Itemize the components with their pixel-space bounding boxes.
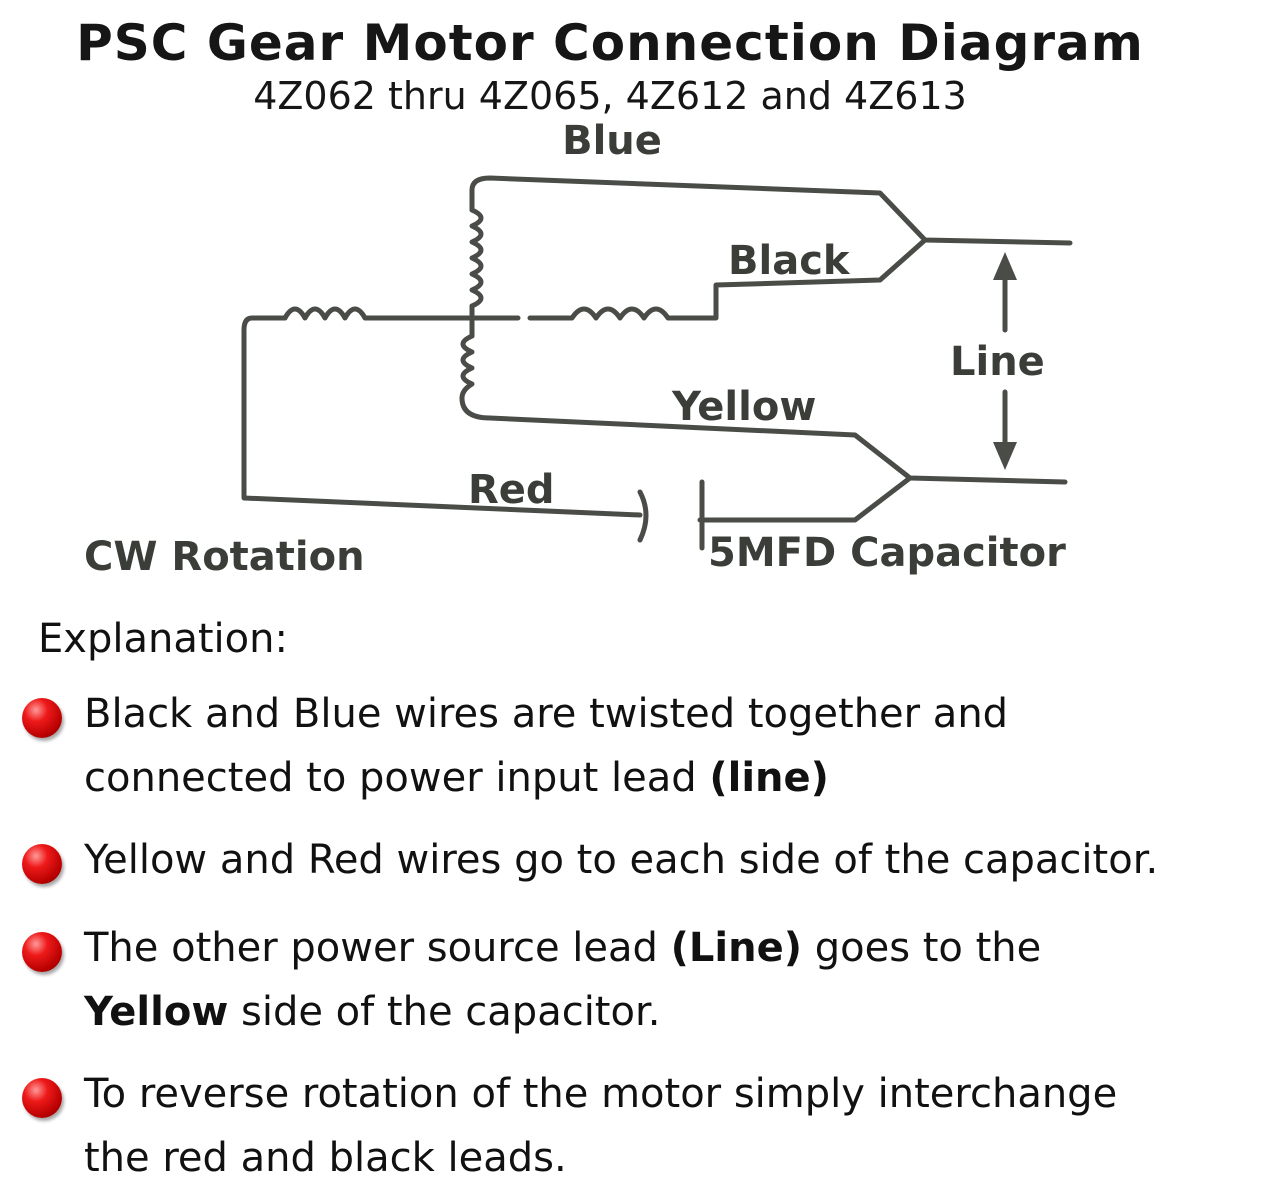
red-label: Red xyxy=(468,467,555,513)
capacitor-label: 5MFD Capacitor xyxy=(708,530,1066,576)
yellow-label: Yellow xyxy=(671,384,816,430)
red-bullet-icon xyxy=(22,698,62,738)
red-bullet-icon xyxy=(22,844,62,884)
line-arrow xyxy=(993,252,1017,470)
item-1-line-2: connected to power input lead (line) xyxy=(84,755,829,801)
item-2-line-1: Yellow and Red wires go to each side of … xyxy=(84,837,1159,883)
right-winding xyxy=(527,306,691,321)
line-label: Line xyxy=(950,339,1045,385)
yellow-wire xyxy=(459,395,1068,485)
wiring-diagram: Blue Black Line Yellow Red CW Rotation 5… xyxy=(84,118,1073,580)
capacitor-left-plate xyxy=(637,489,649,543)
item-4-line-1: To reverse rotation of the motor simply … xyxy=(84,1071,1118,1117)
vertical-winding-bottom xyxy=(459,333,475,401)
blue-wire xyxy=(469,175,1073,246)
black-wire xyxy=(685,237,928,321)
item-3-line-1: The other power source lead (Line) goes … xyxy=(84,925,1042,971)
item-3-line-2: Yellow side of the capacitor. xyxy=(84,989,661,1035)
blue-label: Blue xyxy=(562,118,662,164)
capacitor-right-lead xyxy=(697,475,913,523)
explanation-heading: Explanation: xyxy=(38,616,288,662)
diagram-title: PSC Gear Motor Connection Diagram xyxy=(76,14,1144,72)
red-wire xyxy=(241,315,643,518)
item-4-line-2: the red and black leads. xyxy=(84,1135,567,1181)
model-numbers-subtitle: 4Z062 thru 4Z065, 4Z612 and 4Z613 xyxy=(253,74,967,118)
vertical-winding-top xyxy=(469,207,484,309)
cw-rotation-label: CW Rotation xyxy=(84,534,365,580)
item-1-line-1: Black and Blue wires are twisted togethe… xyxy=(84,691,1009,737)
winding-junction xyxy=(459,303,521,339)
red-bullet-icon xyxy=(22,932,62,972)
left-winding xyxy=(282,306,465,321)
red-bullet-icon xyxy=(22,1078,62,1118)
black-label: Black xyxy=(728,238,851,284)
